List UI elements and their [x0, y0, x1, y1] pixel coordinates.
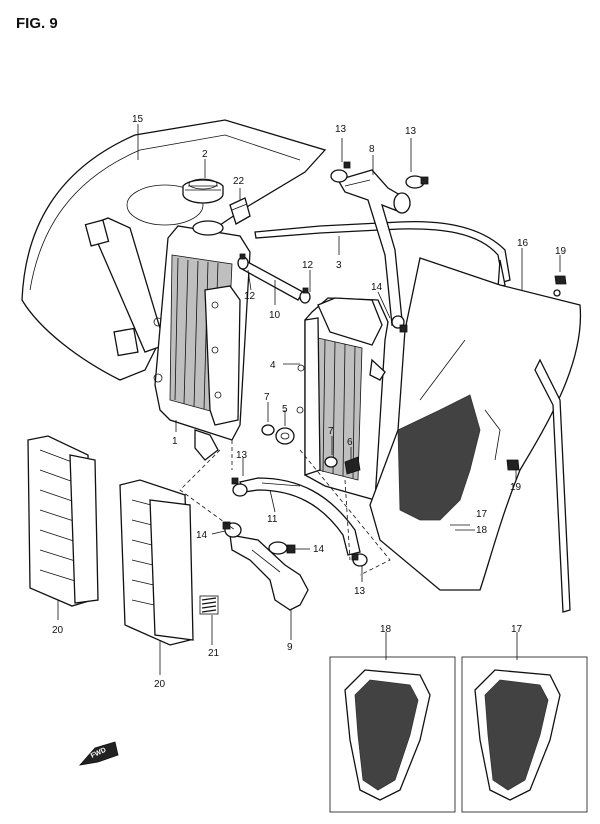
- grommet-part: [275, 427, 295, 445]
- spring-part: [199, 595, 219, 615]
- callout-8: 8: [369, 144, 375, 155]
- callout-21: 21: [208, 648, 220, 659]
- callout-13-bottom: 13: [354, 586, 366, 597]
- callout-17: 17: [476, 509, 488, 520]
- callout-5: 5: [282, 404, 288, 415]
- callout-14-left: 14: [196, 530, 208, 541]
- left-radiator-part: [153, 220, 251, 461]
- callout-13-top-right: 13: [405, 126, 417, 137]
- callout-14-top: 14: [371, 282, 383, 293]
- leader-lines: [57, 124, 561, 675]
- callout-7-right: 7: [328, 426, 334, 437]
- callout-11: 11: [267, 514, 278, 525]
- callout-12-left: 12: [244, 291, 256, 302]
- elbow-hose-part: [229, 534, 309, 611]
- inset-box-18: [329, 656, 456, 813]
- right-radiator-part: [296, 297, 389, 501]
- radiator-cap-part: [182, 178, 224, 204]
- right-shroud-part: [369, 257, 582, 613]
- callout-17-inset: 17: [511, 624, 523, 635]
- collar-part: [261, 424, 338, 468]
- callout-2: 2: [202, 149, 208, 160]
- callout-13-mid: 13: [236, 450, 248, 461]
- drain-plug-part: [229, 197, 251, 225]
- callout-labels: 15 2 22 13 13 8 3 12 12 10 14 16 19 4 7 …: [52, 114, 567, 690]
- callout-16: 16: [517, 238, 529, 249]
- callout-18: 18: [476, 525, 488, 536]
- screw-part: [506, 275, 567, 471]
- fwd-arrow-icon: FWD: [78, 741, 119, 766]
- upper-hose-part: [337, 169, 412, 327]
- radiator-guard-right-part: [119, 479, 194, 646]
- callout-10: 10: [269, 310, 281, 321]
- callout-19-mid: 19: [510, 482, 522, 493]
- callout-4: 4: [270, 360, 276, 371]
- bolt-part: [344, 456, 361, 475]
- callout-6: 6: [347, 437, 353, 448]
- callout-20-right: 20: [154, 679, 166, 690]
- callout-18-inset: 18: [380, 624, 392, 635]
- callout-22: 22: [233, 176, 245, 187]
- callout-9: 9: [287, 642, 293, 653]
- figure-title: FIG. 9: [16, 15, 58, 32]
- small-hose-part: [237, 253, 311, 304]
- callout-1: 1: [172, 436, 178, 447]
- radiator-guard-left-part: [27, 435, 99, 607]
- callout-20-left: 20: [52, 625, 64, 636]
- callout-7-left: 7: [264, 392, 270, 403]
- lower-hose-part: [239, 477, 361, 556]
- callout-3: 3: [336, 260, 342, 271]
- callout-14-right: 14: [313, 544, 325, 555]
- callout-15: 15: [132, 114, 144, 125]
- callout-13-top-left: 13: [335, 124, 347, 135]
- callout-12-right: 12: [302, 260, 314, 271]
- hose-clamp-part: [330, 161, 429, 189]
- callout-19-top: 19: [555, 246, 567, 257]
- inset-box-17: [461, 656, 588, 813]
